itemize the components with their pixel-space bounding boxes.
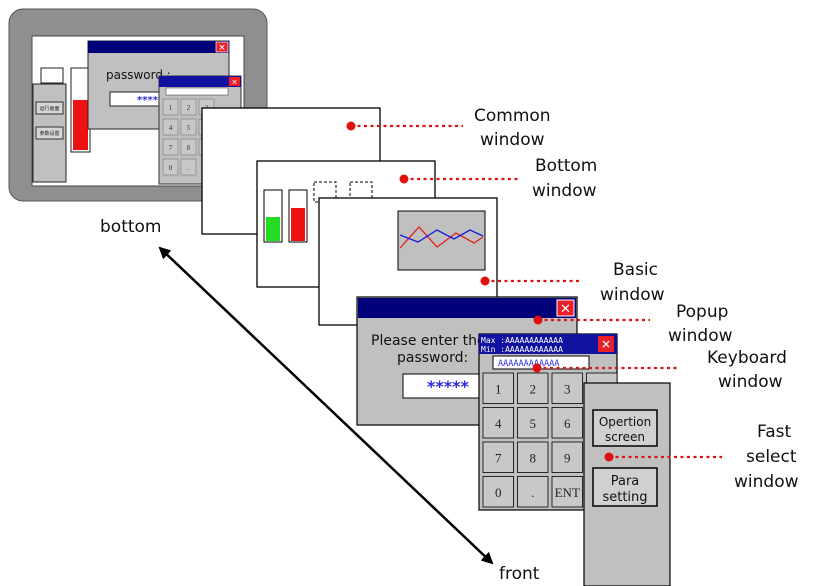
key-label: ENT xyxy=(555,485,580,500)
para-setting-button[interactable] xyxy=(592,467,658,507)
operation-screen-label-2: screen xyxy=(605,430,645,444)
device-side-button-2[interactable]: 参数设置 xyxy=(39,130,59,137)
key-label: 7 xyxy=(495,450,502,465)
key-label: 4 xyxy=(495,416,502,431)
keyboard-close-icon[interactable]: ✕ xyxy=(601,338,611,352)
mini-key[interactable] xyxy=(180,118,197,136)
label-basic-1: Basic xyxy=(613,260,658,280)
mini-key-label: 8 xyxy=(187,144,191,152)
key-label: 0 xyxy=(495,485,502,500)
key-button[interactable] xyxy=(517,476,549,508)
trend-chart xyxy=(397,210,486,271)
mini-key-label: 2 xyxy=(187,104,191,112)
key-label: 8 xyxy=(530,450,537,465)
trend-line-blue xyxy=(399,229,484,243)
popup-prompt-line2: password: xyxy=(397,350,468,366)
device-keyboard-close-icon: ✕ xyxy=(232,79,238,87)
leader-lines xyxy=(351,124,722,459)
label-common-1: Common xyxy=(474,106,551,126)
mini-key[interactable] xyxy=(162,158,179,176)
mini-key[interactable] xyxy=(162,98,179,116)
label-keyboard-1: Keyboard xyxy=(707,348,787,368)
fast-select-window-dot xyxy=(604,452,614,462)
mini-key-label: 4 xyxy=(169,124,173,132)
mini-key[interactable] xyxy=(180,158,197,176)
label-bottom-1: Bottom xyxy=(535,156,597,176)
depth-axis-arrow xyxy=(158,246,494,565)
key-button[interactable] xyxy=(551,476,583,508)
key-button[interactable] xyxy=(551,441,583,473)
mini-key-label: 5 xyxy=(187,124,191,132)
green-bar-fill xyxy=(266,217,280,241)
red-bar-fill xyxy=(291,208,305,241)
key-label: 6 xyxy=(564,416,571,431)
mini-key-label: 0 xyxy=(169,164,173,172)
keyboard-min-text: Min :AAAAAAAAAAAA xyxy=(481,345,563,354)
label-popup-1: Popup xyxy=(676,302,728,322)
mini-key[interactable] xyxy=(180,98,197,116)
popup-titlebar xyxy=(358,298,576,318)
operation-screen-button[interactable] xyxy=(592,409,658,447)
para-setting-label-1: Para xyxy=(611,474,640,489)
label-fast-2: select xyxy=(746,447,797,467)
device-popup-close[interactable] xyxy=(215,41,229,53)
device-tab xyxy=(40,67,64,84)
mini-key[interactable] xyxy=(180,138,197,156)
device-password-value: ***** xyxy=(137,95,164,106)
mini-key-label: 1 xyxy=(169,104,173,112)
label-fast-3: window xyxy=(734,472,799,492)
label-keyboard-2: window xyxy=(718,372,783,392)
label-common-2: window xyxy=(480,130,545,150)
device-popup-titlebar xyxy=(88,41,229,53)
popup-prompt-line1: Please enter the xyxy=(371,333,486,349)
mini-key-label: 7 xyxy=(169,144,173,152)
key-label: 1 xyxy=(495,381,502,396)
key-label: 3 xyxy=(564,381,571,396)
popup-close-button[interactable] xyxy=(556,299,575,317)
para-setting-label-2: setting xyxy=(602,490,647,505)
key-label: 9 xyxy=(564,450,571,465)
common-window-dot xyxy=(346,121,356,131)
key-button[interactable] xyxy=(551,372,583,404)
bottom-window-dot xyxy=(399,174,409,184)
basic-window-dot xyxy=(480,276,490,286)
label-bottom-2: window xyxy=(532,181,597,201)
mini-key-label: . xyxy=(188,164,190,172)
popup-window-dot xyxy=(533,315,543,325)
keyboard-window-dot xyxy=(532,363,542,373)
keyboard-entry-text: AAAAAAAAAAAA xyxy=(498,359,559,369)
mini-key[interactable] xyxy=(162,138,179,156)
keyboard-close-button[interactable] xyxy=(598,336,614,352)
key-button[interactable] xyxy=(517,441,549,473)
device-bar-fill xyxy=(73,100,88,150)
trend-line-red xyxy=(399,226,484,249)
mini-key[interactable] xyxy=(162,118,179,136)
label-popup-2: window xyxy=(668,326,733,346)
axis-label-front: front xyxy=(499,564,540,584)
key-label: 2 xyxy=(530,381,537,396)
popup-password-value: ***** xyxy=(427,377,469,396)
keyboard-max-text: Max :AAAAAAAAAAAA xyxy=(481,336,563,345)
key-label: . xyxy=(531,485,534,500)
label-basic-2: window xyxy=(600,285,665,305)
key-button[interactable] xyxy=(517,372,549,404)
close-icon[interactable]: ✕ xyxy=(560,302,571,317)
label-fast-1: Fast xyxy=(757,422,791,442)
leader-dots xyxy=(346,121,614,462)
device-side-button-1[interactable]: 运行画面 xyxy=(39,105,59,112)
fast-select-window: Opertion screen Para setting xyxy=(583,382,671,586)
axis-label-bottom: bottom xyxy=(100,217,161,237)
keyboard-titlebar xyxy=(479,334,617,354)
key-button[interactable] xyxy=(517,407,549,439)
operation-screen-label-1: Opertion xyxy=(599,415,651,429)
key-label: 5 xyxy=(530,416,537,431)
device-popup-prompt: password : xyxy=(106,68,171,82)
key-button[interactable] xyxy=(551,407,583,439)
device-close-icon: ✕ xyxy=(218,44,226,54)
